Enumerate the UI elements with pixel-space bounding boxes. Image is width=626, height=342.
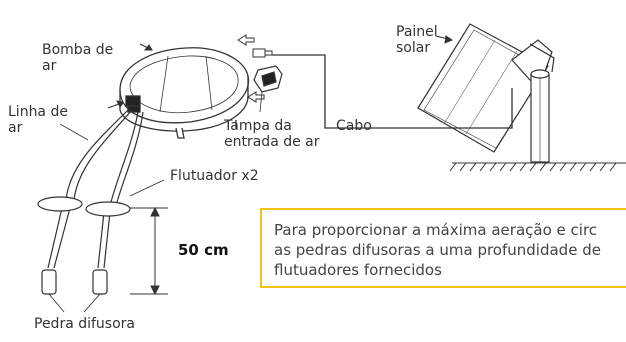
info-note-box: Para proporcionar a máxima aeração e cir… — [260, 208, 626, 288]
label-depth: 50 cm — [178, 241, 229, 259]
air-lines — [47, 109, 144, 269]
depth-dimension — [130, 206, 168, 296]
stone-left — [41, 269, 57, 295]
ground — [449, 162, 626, 172]
label-air-line: Linha de ar — [8, 104, 68, 136]
label-diffuser-stone: Pedra difusora — [34, 316, 136, 332]
info-note-text: Para proporcionar a máxima aeração e cir… — [274, 221, 601, 279]
arrows — [107, 34, 454, 109]
stone-right — [92, 269, 108, 295]
float-left — [37, 196, 83, 212]
label-air-pump: Bomba de ar — [42, 42, 114, 74]
label-float: Flutuador x2 — [170, 168, 259, 184]
diffuser-stones — [41, 269, 108, 313]
float-right — [85, 201, 131, 217]
solar-panel — [417, 23, 555, 163]
label-solar-panel: Painel solar — [396, 24, 438, 56]
connector — [252, 48, 273, 58]
air-pump — [119, 47, 250, 139]
floats — [37, 196, 131, 217]
air-inlet-cap — [253, 65, 283, 113]
label-cable: Cabo — [336, 118, 372, 134]
cable-line — [272, 54, 513, 129]
label-air-inlet-cap: Tampa da entrada de ar — [224, 118, 320, 150]
